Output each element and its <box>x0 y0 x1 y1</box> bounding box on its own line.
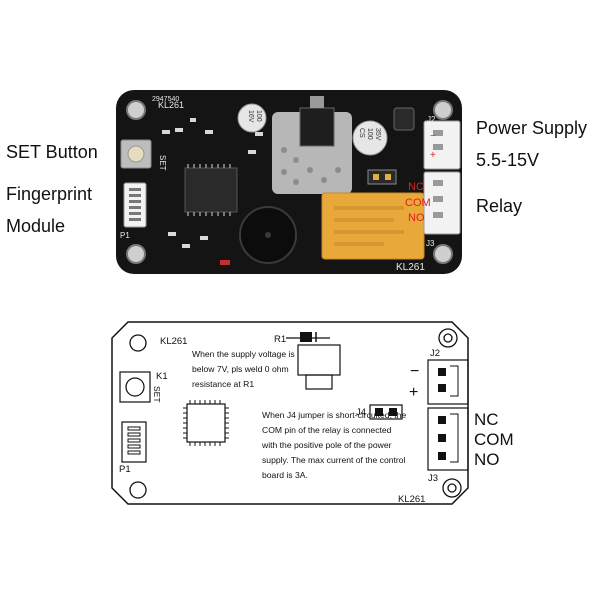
schematic-com: COM <box>474 430 514 449</box>
svg-text:100: 100 <box>255 110 262 122</box>
mcu-outline <box>186 403 226 443</box>
regulator-outline <box>297 344 341 376</box>
photo-no: NO <box>408 212 425 224</box>
svg-text:100: 100 <box>366 128 373 140</box>
p1-silk: P1 <box>120 231 130 240</box>
label-fingerprint-2: Module <box>6 216 66 236</box>
photo-nc: NC <box>408 181 424 193</box>
schematic-outline <box>111 321 469 505</box>
j2-label: J2 <box>430 348 440 359</box>
svg-text:35V: 35V <box>374 128 381 141</box>
mounting-hole <box>433 100 453 120</box>
k1-label: K1 <box>156 371 168 382</box>
note-r1: When the supply voltage is below 7V, pls… <box>192 349 295 389</box>
board-model: KL261 <box>158 100 184 110</box>
mounting-hole <box>126 100 146 120</box>
label-set-button: SET Button <box>6 142 98 162</box>
mcu-chip <box>184 167 238 213</box>
board-model-bottom: KL261 <box>396 262 425 273</box>
label-fingerprint-1: Fingerprint <box>6 184 93 204</box>
capacitor-2 <box>352 120 388 156</box>
board-code: 2947540 <box>152 96 179 103</box>
j4-label: J4 <box>356 407 366 418</box>
relay-connector-j3 <box>423 171 461 235</box>
r1-label: R1 <box>274 334 286 345</box>
svg-text:16V: 16V <box>247 110 254 123</box>
j4-jumper <box>369 404 403 420</box>
plus-label: + <box>409 384 418 401</box>
schematic-no: NO <box>474 450 500 469</box>
schematic-model-top: KL261 <box>160 336 187 347</box>
schematic-model-bottom: KL261 <box>398 494 425 505</box>
capacitor-1 <box>237 103 267 133</box>
j3-silk: J3 <box>426 239 435 248</box>
label-power-supply: Power Supply <box>476 118 588 138</box>
set-button-cap[interactable] <box>127 145 145 163</box>
j3-connector <box>427 407 469 471</box>
pcb-photo: 2947540 KL261 SET P1 16V 100 CS 100 <box>116 90 462 274</box>
label-voltage: 5.5-15V <box>476 150 540 170</box>
minus-label: − <box>410 363 419 380</box>
schematic-diagram: KL261 KL261 R1 K1 SET P1 J4 J2 − + J3 <box>111 321 469 505</box>
jumper-j4 <box>367 169 397 185</box>
note-j4: When J4 jumper is short-circuited, the C… <box>262 410 407 480</box>
k1-button <box>119 371 151 403</box>
svg-text:+: + <box>430 150 436 161</box>
mounting-hole <box>126 244 146 264</box>
j3-label: J3 <box>428 473 438 484</box>
voltage-regulator <box>299 107 335 147</box>
p1-label: P1 <box>119 464 131 475</box>
schematic-nc: NC <box>474 410 499 429</box>
mounting-hole <box>433 244 453 264</box>
j2-connector <box>427 359 469 405</box>
set-vertical-label: SET <box>152 386 162 403</box>
photo-com: COM <box>405 197 431 209</box>
p1-connector <box>121 421 147 463</box>
svg-text:−: − <box>430 131 436 142</box>
j2-silk: J2 <box>427 115 436 124</box>
svg-text:CS: CS <box>358 128 365 138</box>
set-silk: SET <box>158 155 167 171</box>
label-relay: Relay <box>476 196 523 216</box>
